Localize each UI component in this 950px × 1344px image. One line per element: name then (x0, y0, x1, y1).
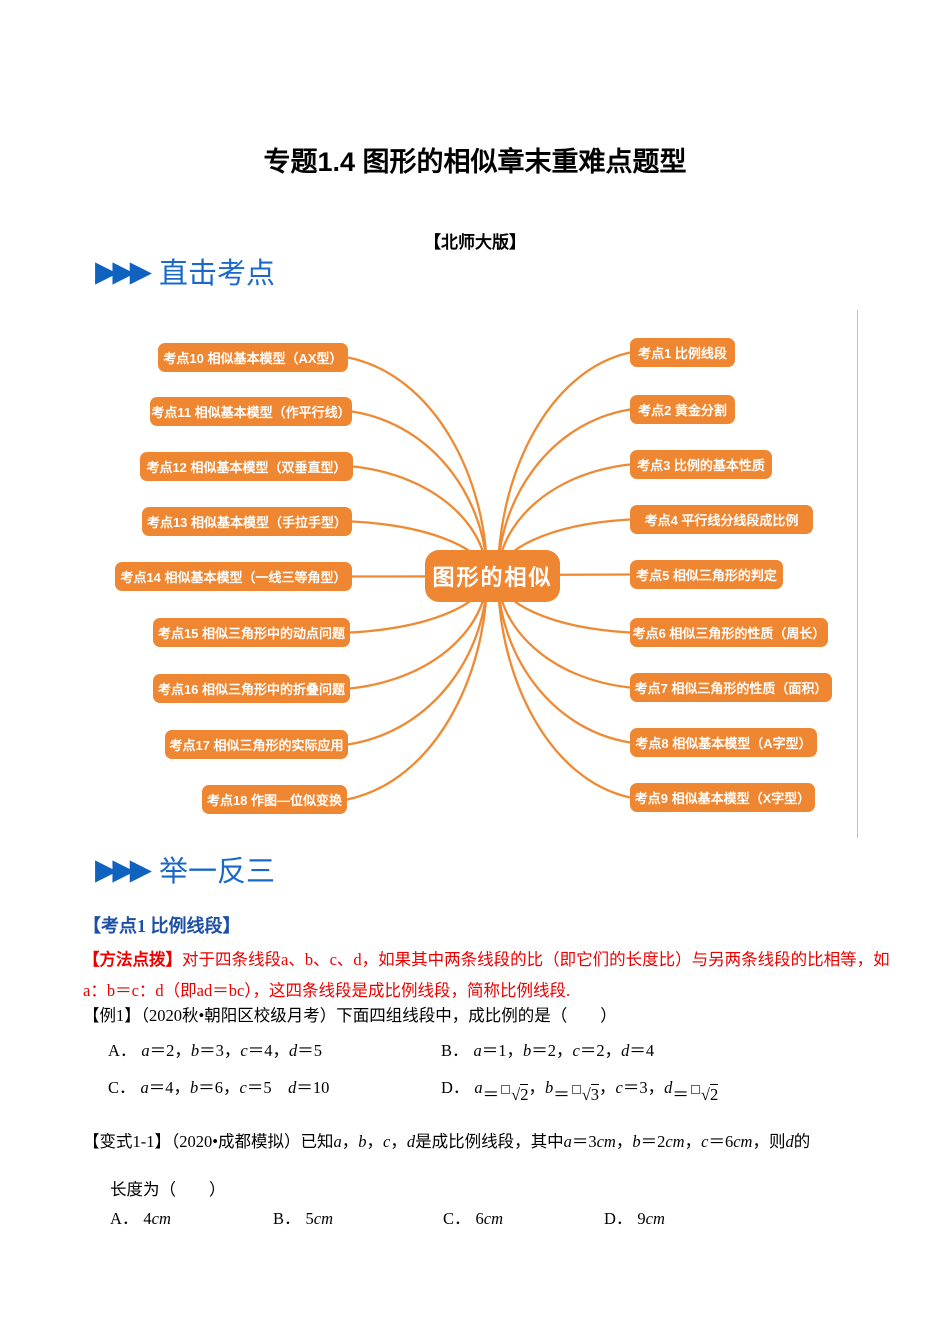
section-header-label: 直击考点 (158, 258, 275, 290)
mindmap-node-left-3: 考点12 相似基本模型（双垂直型） (140, 452, 353, 481)
method-tips-paragraph: 【方法点拨】对于四条线段a、b、c、d，如果其中两条线段的比（即它们的长度比）与… (83, 944, 911, 1006)
section-header-label: 举一反三 (158, 856, 275, 888)
arrow-icon: ▶ (129, 253, 152, 288)
mindmap-connector (346, 575, 489, 801)
arrow-icon: ▶ (112, 851, 134, 886)
mindmap-node-right-6: 考点6 相似三角形的性质（周长） (630, 618, 828, 647)
variant11-option-A: A．4cm (110, 1209, 171, 1228)
example1-option-A: A．a＝2，b＝3，c＝4，d＝5 (108, 1041, 322, 1060)
arrow-icon: ▶ (95, 851, 117, 886)
mindmap-diagram: 考点10 相似基本模型（AX型） 考点11 相似基本模型（作平行线） 考点12 相似… (95, 310, 858, 838)
mindmap-node-right-5: 考点5 相似三角形的判定 (630, 560, 783, 589)
variant11-stem-line1: 【变式1-1】（2020•成都模拟）已知a，b，c，d是成比例线段，其中a＝3c… (83, 1132, 811, 1151)
mindmap-node-right-2: 考点2 黄金分割 (630, 395, 735, 424)
mindmap-node-right-9: 考点9 相似基本模型（X字型） (630, 783, 815, 812)
variant11-option-D: D．9cm (604, 1209, 665, 1228)
method-tips-text: 对于四条线段a、b、c、d，如果其中两条线段的比（即它们的长度比）与另两条线段的… (83, 950, 890, 1000)
section-header-practice: ▶ ▶ ▶ 举一反三 (95, 850, 275, 888)
mindmap-node-center: 图形的相似 (425, 550, 560, 602)
mindmap-node-left-1: 考点10 相似基本模型（AX型） (158, 343, 348, 372)
mindmap-connector (351, 410, 489, 577)
mindmap-node-left-4: 考点13 相似基本模型（手拉手型） (142, 507, 352, 536)
mindmap-connector (496, 575, 631, 799)
mindmap-node-left-9: 考点18 作图—位似变换 (202, 785, 347, 814)
mindmap-node-right-3: 考点3 比例的基本性质 (630, 450, 772, 479)
page-title: 专题1.4 图形的相似章末重难点题型 (263, 147, 687, 177)
variant11-stem-line2: 长度为（ ） (110, 1180, 226, 1199)
arrow-icon: ▶ (112, 253, 134, 288)
mindmap-connector (496, 408, 631, 577)
mindmap-connector (496, 351, 631, 577)
variant11-option-B: B．5cm (273, 1209, 334, 1228)
example1-stem: 【例1】（2020秋•朝阳区校级月考）下面四组线段中，成比例的是（ ） (83, 1006, 617, 1025)
arrow-icon: ▶ (95, 253, 117, 288)
section-header-target-points: ▶ ▶ ▶ 直击考点 (95, 252, 275, 290)
arrow-icon: ▶ (129, 851, 152, 886)
kaodian1-heading: 【考点1 比例线段】 (83, 916, 241, 936)
mindmap-node-left-2: 考点11 相似基本模型（作平行线） (150, 397, 352, 426)
example1-option-D: D．a＝√2，b＝√3，c＝3，d＝√2 (441, 1078, 719, 1104)
mindmap-node-left-5: 考点14 相似基本模型（一线三等角型） (115, 562, 352, 591)
mindmap-node-left-6: 考点15 相似三角形中的动点问题 (153, 618, 350, 647)
mindmap-node-left-8: 考点17 相似三角形的实际应用 (165, 730, 348, 759)
mindmap-connector (347, 575, 489, 746)
edition-label: 【北师大版】 (424, 233, 526, 252)
mindmap-node-left-7: 考点16 相似三角形中的折叠问题 (153, 674, 350, 703)
mindmap-node-right-7: 考点7 相似三角形的性质（面积） (630, 673, 832, 702)
variant11-option-C: C．6cm (443, 1209, 504, 1228)
mindmap-node-right-8: 考点8 相似基本模型（A字型） (630, 728, 817, 757)
method-tips-tag: 【方法点拨】 (83, 950, 182, 969)
mindmap-node-right-4: 考点4 平行线分线段成比例 (630, 505, 813, 534)
variant11-options: A．4cm B．5cm C．6cm D．9cm (110, 1205, 665, 1229)
example1-option-C: C．a＝4，b＝6，c＝5 d＝10 (108, 1078, 330, 1097)
mindmap-node-right-1: 考点1 比例线段 (630, 338, 735, 367)
example1-option-B: B．a＝1，b＝2，c＝2，d＝4 (441, 1041, 655, 1060)
mindmap-connector (347, 356, 489, 577)
